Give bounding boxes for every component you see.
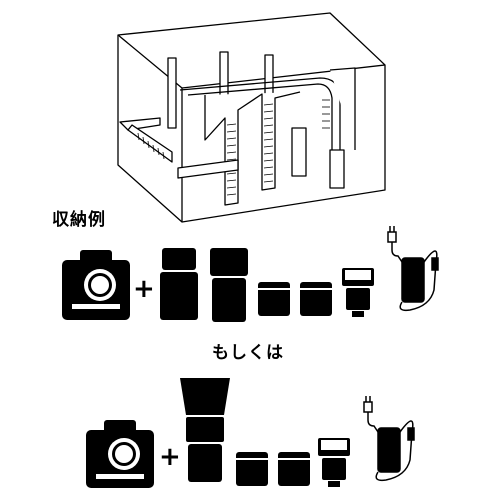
camera-body-icon-1 bbox=[62, 250, 130, 320]
plus-sign-2: + bbox=[159, 442, 181, 472]
telephoto-lens-icon-1 bbox=[160, 248, 198, 320]
flash-icon-1 bbox=[342, 268, 374, 317]
bag-divider-diagram bbox=[117, 12, 386, 223]
example-heading: 収納例 bbox=[52, 210, 106, 230]
charger-icon-1 bbox=[387, 226, 439, 312]
flash-icon-2 bbox=[318, 438, 350, 487]
alternative-heading: もしくは bbox=[212, 343, 284, 363]
short-lens-icon-4 bbox=[278, 452, 310, 486]
short-lens-icon-3 bbox=[236, 452, 268, 486]
short-lens-icon-2 bbox=[300, 282, 332, 316]
charger-icon-2 bbox=[363, 396, 415, 482]
plus-sign-1: + bbox=[133, 274, 155, 304]
lens-with-hood-icon bbox=[180, 378, 230, 482]
camera-body-icon-2 bbox=[86, 420, 154, 488]
lens-icon-2 bbox=[210, 248, 248, 322]
short-lens-icon-1 bbox=[258, 282, 290, 316]
